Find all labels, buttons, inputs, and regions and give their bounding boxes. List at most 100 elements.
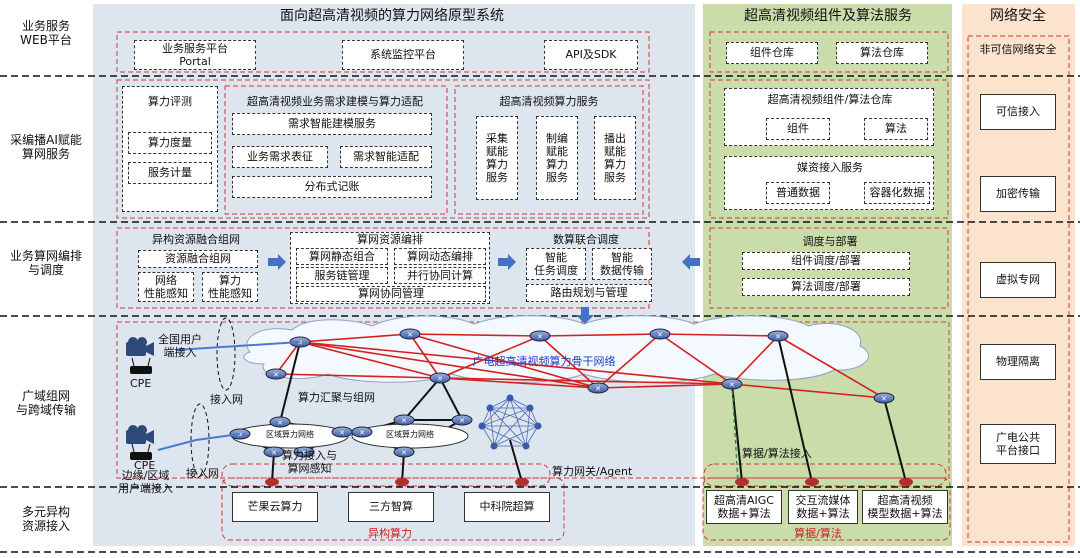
- router-icon: ✕: [293, 446, 315, 458]
- data-algo-access-label: 算据/算法接入: [742, 447, 812, 460]
- public-platform-box[interactable]: 广电公共 平台接口: [980, 424, 1056, 464]
- router-icon: ✕: [399, 328, 421, 340]
- media-title: 媒资接入服务: [797, 161, 863, 174]
- trusted-access-box[interactable]: 可信接入: [980, 94, 1056, 130]
- svg-text:✕: ✕: [301, 449, 307, 457]
- interactive-box[interactable]: 交互流媒体 数据+算法: [788, 490, 858, 524]
- untrusted-title: 非可信网络安全: [979, 43, 1057, 56]
- components-title: 超高清视频组件及算法服务: [744, 8, 912, 24]
- router-icon: ✕: [721, 378, 743, 390]
- router-icon: ✕: [451, 414, 473, 426]
- router-icon: ✕: [429, 372, 451, 384]
- router-icon: ✕: [331, 426, 353, 438]
- task-sched-box[interactable]: 智能 任务调度: [526, 248, 586, 280]
- edge-access-label: 边缘/区域 用户端接入: [118, 469, 173, 495]
- hetero-fusion-box[interactable]: 资源融合组网: [138, 250, 258, 268]
- encrypted-transfer-box[interactable]: 加密传输: [980, 176, 1056, 212]
- container-data-box[interactable]: 容器化数据: [864, 182, 930, 204]
- router-icon: ✕: [263, 446, 285, 458]
- mesh-nodes: [478, 394, 542, 450]
- hetero-title: 异构资源融合组网: [152, 233, 240, 246]
- svg-text:✕: ✕: [459, 417, 465, 425]
- static-box[interactable]: 算网静态组合: [296, 248, 388, 265]
- uhd-model-box[interactable]: 超高清视频 模型数据+算法: [862, 490, 948, 524]
- gateway-label: 算力网关/Agent: [552, 465, 633, 478]
- compute-measure-box[interactable]: 算力度量: [128, 132, 212, 154]
- security-title: 网络安全: [990, 8, 1046, 24]
- gateway-dots: [265, 478, 913, 486]
- svg-text:✕: ✕: [407, 331, 413, 339]
- access-net-label-1: 接入网: [210, 393, 243, 406]
- layer-label-wan: 广域组网 与跨域传输: [15, 389, 77, 417]
- router-icon: ✕: [587, 382, 609, 394]
- routing-box[interactable]: 路由规划与管理: [526, 284, 652, 302]
- normal-data-box[interactable]: 普通数据: [766, 182, 830, 204]
- svg-text:✕: ✕: [273, 371, 279, 379]
- svg-text:✕: ✕: [271, 449, 277, 457]
- modeling-title: 超高清视频业务需求建模与算力适配: [247, 95, 423, 108]
- component-box[interactable]: 组件: [766, 118, 830, 140]
- router-icon: ✕: [873, 392, 895, 404]
- physical-isolation-box[interactable]: 物理隔离: [980, 344, 1056, 380]
- mango-box[interactable]: 芒果云算力: [232, 492, 318, 522]
- aigc-box[interactable]: 超高清AIGC 数据+算法: [706, 490, 782, 524]
- svg-text:✕: ✕: [437, 375, 443, 383]
- service-meter-box[interactable]: 服务计量: [128, 162, 212, 184]
- algorithm-box[interactable]: 算法: [864, 118, 928, 140]
- cas-box[interactable]: 中科院超算: [464, 492, 550, 522]
- algo-deploy-box[interactable]: 算法调度/部署: [742, 278, 910, 296]
- layer-label-orch: 业务算网编排 与调度: [9, 249, 83, 277]
- svg-text:✕: ✕: [775, 333, 781, 341]
- compute-access-label: 算力接入与 算网感知: [282, 449, 337, 475]
- svg-text:✕: ✕: [729, 381, 735, 389]
- portal-box[interactable]: 业务服务平台 Portal: [134, 40, 256, 70]
- orch-title: 算网资源编排: [357, 233, 423, 246]
- broadcast-service-box[interactable]: 播出 赋能 算力 服务: [594, 116, 636, 200]
- cpe-camera-icon-2: [126, 425, 154, 460]
- smart-modeling-box[interactable]: 需求智能建模服务: [232, 113, 432, 135]
- ledger-box[interactable]: 分布式记账: [232, 176, 432, 198]
- compute-eval-title: 算力评测: [148, 95, 192, 108]
- access-net-oval-2: [190, 403, 210, 477]
- layer-label-web: 业务服务 WEB平台: [20, 19, 72, 47]
- monitor-box[interactable]: 系统监控平台: [342, 40, 464, 70]
- layer-label-ai: 采编播AI赋能 算网服务: [10, 133, 82, 161]
- svg-text:✕: ✕: [339, 429, 345, 437]
- aggregation-label: 算力汇聚与组网: [298, 391, 375, 404]
- national-access-label: 全国用户 端接入: [158, 333, 202, 359]
- router-icon: ✕: [393, 414, 415, 426]
- svg-text:✕: ✕: [359, 429, 365, 437]
- vpn-box[interactable]: 虚拟专网: [980, 262, 1056, 298]
- capture-service-box[interactable]: 采集 赋能 算力 服务: [476, 116, 518, 200]
- service-chain-box[interactable]: 服务链管理: [296, 267, 388, 284]
- data-algo-label: 算据/算法: [794, 527, 842, 540]
- regional-net-label-1: 区域算力网络: [266, 430, 314, 439]
- demand-char-box[interactable]: 业务需求表征: [232, 146, 328, 168]
- svg-text:✕: ✕: [657, 331, 663, 339]
- api-sdk-box[interactable]: API及SDK: [544, 40, 638, 70]
- smart-adapt-box[interactable]: 需求智能适配: [340, 146, 432, 168]
- router-icon: ✕: [269, 416, 291, 428]
- cpe-camera-icon-1: [126, 337, 154, 374]
- comp-deploy-box[interactable]: 组件调度/部署: [742, 252, 910, 270]
- repo-title: 超高清视频组件/算法仓库: [767, 93, 893, 106]
- router-icon: ✕: [393, 446, 415, 458]
- router-icon: ✕: [649, 328, 671, 340]
- svg-text:✕: ✕: [881, 395, 887, 403]
- algorithm-repo-box[interactable]: 算法仓库: [836, 42, 928, 64]
- hetero-compute-label: 异构算力: [368, 527, 412, 540]
- component-repo-box[interactable]: 组件仓库: [726, 42, 818, 64]
- access-net-oval-1: [216, 317, 236, 391]
- edit-service-box[interactable]: 制编 赋能 算力 服务: [536, 116, 578, 200]
- svg-text:✕: ✕: [537, 333, 543, 341]
- data-trans-box[interactable]: 智能 数据传输: [592, 248, 652, 280]
- collab-box[interactable]: 算网协同管理: [296, 286, 486, 302]
- svg-text:✕: ✕: [595, 385, 601, 393]
- dynamic-box[interactable]: 算网动态编排: [394, 248, 486, 265]
- net-perception-box[interactable]: 网络 性能感知: [138, 272, 194, 302]
- compute-perception-box[interactable]: 算力 性能感知: [202, 272, 258, 302]
- parallel-box[interactable]: 并行协同计算: [394, 267, 486, 284]
- regional-net-label-2: 区域算力网络: [386, 430, 434, 439]
- third-party-box[interactable]: 三方智算: [348, 492, 434, 522]
